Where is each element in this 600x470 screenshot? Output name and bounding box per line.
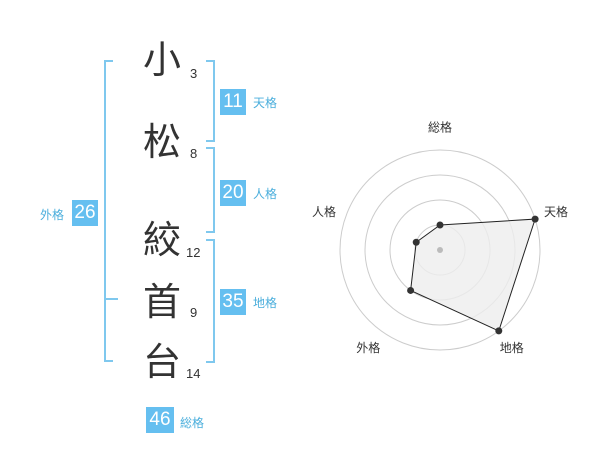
radar-axis-label-1: 総格 — [428, 120, 452, 135]
gaikaku-divider-tick — [104, 298, 118, 300]
stroke-count-4: 9 — [190, 305, 198, 320]
name-char-1: 小 — [142, 38, 181, 82]
radar-point-1 — [436, 221, 444, 229]
gaikaku-value-badge: 26 — [72, 200, 98, 226]
stroke-count-5: 14 — [186, 366, 201, 381]
name-char-3: 絞 — [142, 218, 181, 262]
jinkaku-label: 人格 — [253, 187, 278, 201]
soukaku-value-badge: 46 — [146, 407, 174, 433]
radar-center-point — [437, 247, 443, 253]
radar-point-2 — [531, 215, 539, 223]
name-char-2: 松 — [142, 120, 181, 164]
tenkaku-label: 天格 — [253, 96, 278, 110]
jinkaku-value-badge: 20 — [220, 180, 246, 206]
stroke-count-2: 8 — [190, 146, 198, 161]
gaikaku-label: 外格 — [40, 208, 65, 222]
chikaku-value-badge: 35 — [220, 289, 246, 315]
radar-axis-label-4: 外格 — [356, 340, 380, 355]
chikaku-label: 地格 — [253, 296, 278, 310]
stroke-count-1: 3 — [190, 66, 198, 81]
gaikaku-bracket — [104, 60, 113, 362]
radar-axis-label-3: 地格 — [500, 340, 524, 355]
tenkaku-bracket — [206, 60, 215, 142]
chikaku-bracket — [206, 239, 215, 363]
radar-point-5 — [412, 238, 420, 246]
name-char-5: 台 — [142, 340, 181, 384]
radar-axis-label-2: 天格 — [544, 204, 568, 219]
soukaku-label: 総格 — [180, 416, 205, 430]
radar-value-polygon — [410, 218, 536, 332]
stroke-count-3: 12 — [186, 245, 201, 260]
radar-ring-4 — [339, 149, 541, 351]
jinkaku-bracket — [206, 147, 215, 233]
radar-point-3 — [495, 327, 503, 335]
radar-axis-label-5: 人格 — [312, 204, 336, 219]
radar-point-4 — [407, 286, 415, 294]
tenkaku-value-badge: 11 — [220, 89, 246, 115]
name-char-4: 首 — [142, 280, 181, 324]
